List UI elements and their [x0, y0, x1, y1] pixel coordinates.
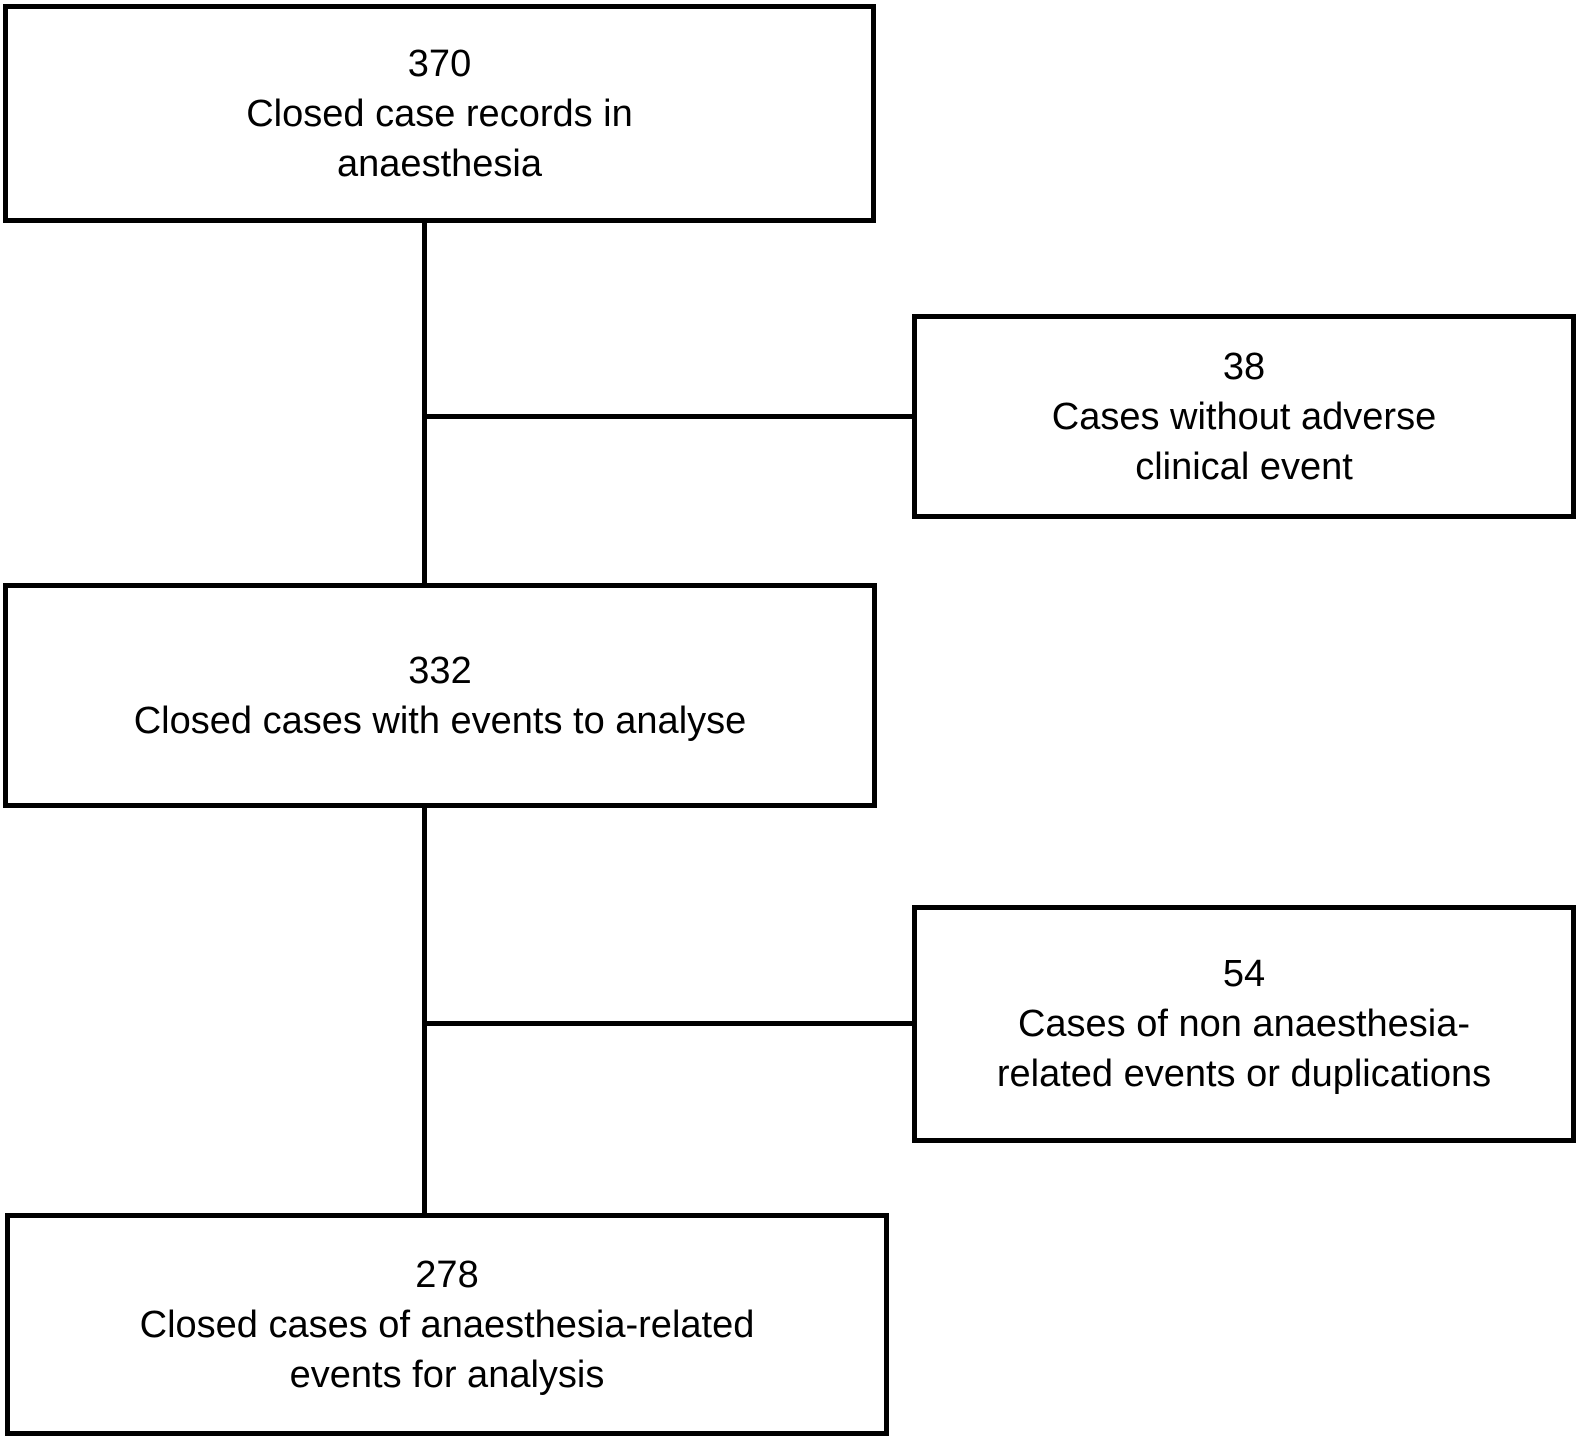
node-non-anaesthesia-related: 54 Cases of non anaesthesia- related eve…	[912, 905, 1576, 1143]
node-count: 370	[407, 42, 472, 85]
node-cases-without-adverse-event: 38 Cases without adverse clinical event	[912, 314, 1576, 519]
node-label-line: Cases of non anaesthesia-	[1017, 1003, 1471, 1045]
node-label-line: anaesthesia	[337, 142, 542, 185]
node-label-line: clinical event	[1135, 445, 1353, 488]
node-label-line: related events or duplications	[996, 1053, 1492, 1095]
node-closed-cases-with-events: 332 Closed cases with events to analyse	[3, 583, 877, 808]
node-count: 332	[408, 649, 472, 692]
node-label-line: Closed case records in	[246, 92, 633, 135]
node-count: 38	[1222, 345, 1266, 388]
connector-vertical-records-to-events	[422, 221, 427, 586]
node-cases-for-analysis: 278 Closed cases of anaesthesia-related …	[5, 1213, 889, 1436]
node-closed-case-records: 370 Closed case records in anaesthesia	[3, 4, 876, 223]
node-label-line: Closed cases of anaesthesia-related	[139, 1303, 755, 1346]
node-label-line: events for analysis	[289, 1353, 605, 1396]
node-count: 278	[415, 1253, 479, 1296]
connector-vertical-events-to-analysis	[422, 806, 427, 1216]
connector-branch-without-adverse	[422, 414, 912, 419]
node-label-line: Cases without adverse	[1051, 395, 1437, 438]
node-count: 54	[1222, 953, 1266, 995]
node-label-line: Closed cases with events to analyse	[133, 699, 747, 742]
connector-branch-non-anaesthesia	[422, 1021, 912, 1026]
